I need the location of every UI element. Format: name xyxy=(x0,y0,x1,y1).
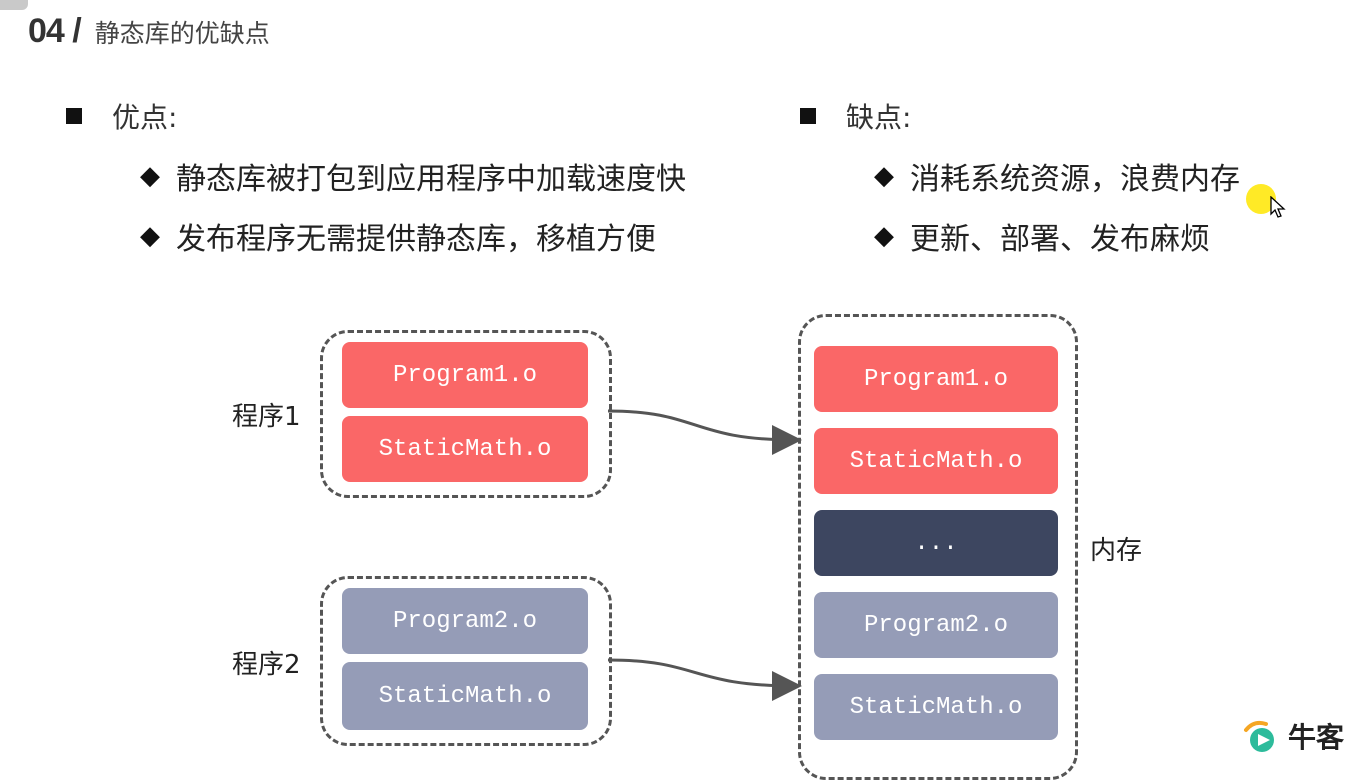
mouse-pointer-icon xyxy=(1270,196,1286,218)
logo-icon xyxy=(1244,720,1274,752)
memory-staticmath-block: StaticMath.o xyxy=(814,674,1058,740)
program1-group xyxy=(320,330,612,498)
program1-label: 程序1 xyxy=(232,402,301,432)
diamond-bullet-icon: ◆ xyxy=(874,221,894,251)
diamond-bullet-icon: ◆ xyxy=(874,161,894,191)
logo-text: 牛客 xyxy=(1288,721,1345,754)
pros-item: ◆ 静态库被打包到应用程序中加载速度快 xyxy=(140,154,686,198)
arrow-program1-to-memory xyxy=(607,409,802,455)
diamond-bullet-icon: ◆ xyxy=(140,161,160,191)
program2-block: Program2.o xyxy=(342,588,588,654)
memory-ellipsis-block: ... xyxy=(814,510,1058,576)
arrow-program2-to-memory xyxy=(607,658,802,701)
memory-program2-block: Program2.o xyxy=(814,592,1058,658)
pros-item-label: 静态库被打包到应用程序中加载速度快 xyxy=(176,162,686,197)
cons-item-label: 更新、部署、发布麻烦 xyxy=(910,222,1210,257)
memory-label: 内存 xyxy=(1090,536,1143,566)
program1-block: Program1.o xyxy=(342,342,588,408)
staticmath-block: StaticMath.o xyxy=(342,416,588,482)
memory-program1-block: Program1.o xyxy=(814,346,1058,412)
cons-item-label: 消耗系统资源，浪费内存 xyxy=(910,162,1240,197)
pros-heading-label: 优点: xyxy=(112,101,178,134)
nowcoder-logo: 牛客 xyxy=(1240,716,1344,756)
connector-arrows xyxy=(607,409,802,701)
diamond-bullet-icon: ◆ xyxy=(140,221,160,251)
cons-item: ◆ 消耗系统资源，浪费内存 xyxy=(874,154,1240,198)
program2-label: 程序2 xyxy=(232,650,301,680)
pros-item-label: 发布程序无需提供静态库，移植方便 xyxy=(176,222,656,257)
corner-tab xyxy=(0,0,28,10)
cons-heading: 缺点: xyxy=(800,96,911,136)
square-bullet-icon xyxy=(66,108,82,124)
memory-staticmath-block: StaticMath.o xyxy=(814,428,1058,494)
pros-heading: 优点: xyxy=(66,96,177,136)
slide-title: 静态库的优缺点 xyxy=(94,19,270,48)
slide-header: 04 / 静态库的优缺点 xyxy=(28,12,270,51)
square-bullet-icon xyxy=(800,108,816,124)
pros-item: ◆ 发布程序无需提供静态库，移植方便 xyxy=(140,214,656,258)
cons-heading-label: 缺点: xyxy=(846,101,912,134)
section-number: 04 / xyxy=(28,12,82,50)
cons-item: ◆ 更新、部署、发布麻烦 xyxy=(874,214,1210,258)
staticmath-block: StaticMath.o xyxy=(342,662,588,730)
